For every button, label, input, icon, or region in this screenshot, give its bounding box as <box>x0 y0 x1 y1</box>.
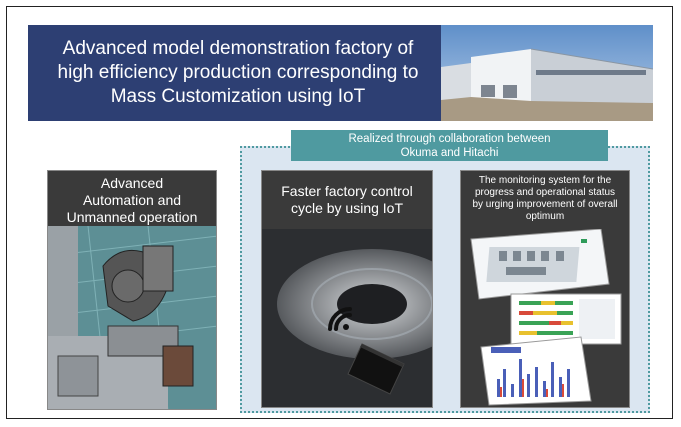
panel-iot-line-2: cycle by using IoT <box>290 200 404 216</box>
panel-monitoring-line-2: progress and operational status <box>474 187 616 198</box>
monitoring-screens-illustration <box>461 229 629 407</box>
panel-monitoring-title: The monitoring system for the progress a… <box>461 171 629 223</box>
page-title: Advanced model demonstration factory of … <box>46 37 431 109</box>
floor-map-screen <box>470 229 610 300</box>
panel-monitoring-line-1: The monitoring system for the <box>478 175 612 186</box>
bar-chart-screen <box>480 336 592 406</box>
panel-iot-title: Faster factory control cycle by using Io… <box>262 171 432 217</box>
status-table-screen <box>510 293 622 345</box>
title-banner: Advanced model demonstration factory of … <box>28 25 448 121</box>
collab-line-2: Okuma and Hitachi <box>400 146 499 159</box>
panel-automation: Advanced Automation and Unmanned operati… <box>47 170 217 410</box>
collab-line-1: Realized through collaboration between <box>348 132 551 145</box>
title-line-3: Mass Customization using IoT <box>110 86 366 107</box>
panel-monitoring-line-4: optimum <box>525 211 565 222</box>
collaboration-label: Realized through collaboration between O… <box>291 130 608 161</box>
wifi-icon <box>328 307 352 331</box>
panel-iot-line-1: Faster factory control <box>281 183 413 199</box>
panel-automation-line-3: Unmanned operation <box>66 209 198 225</box>
iot-device-icon <box>347 343 405 395</box>
panel-monitoring: The monitoring system for the progress a… <box>460 170 630 408</box>
panel-iot-control: Faster factory control cycle by using Io… <box>261 170 433 408</box>
iot-illustration <box>262 229 432 407</box>
panel-automation-line-1: Advanced <box>100 175 164 191</box>
title-line-1: Advanced model demonstration factory of <box>62 38 414 59</box>
panel-automation-line-2: Automation and <box>82 192 182 208</box>
title-line-2: high efficiency production corresponding… <box>57 62 419 83</box>
panel-monitoring-line-3: by urging improvement of overall <box>472 199 618 210</box>
robot-illustration <box>48 226 216 409</box>
factory-photo <box>441 25 653 121</box>
panel-automation-title: Advanced Automation and Unmanned operati… <box>48 171 216 226</box>
